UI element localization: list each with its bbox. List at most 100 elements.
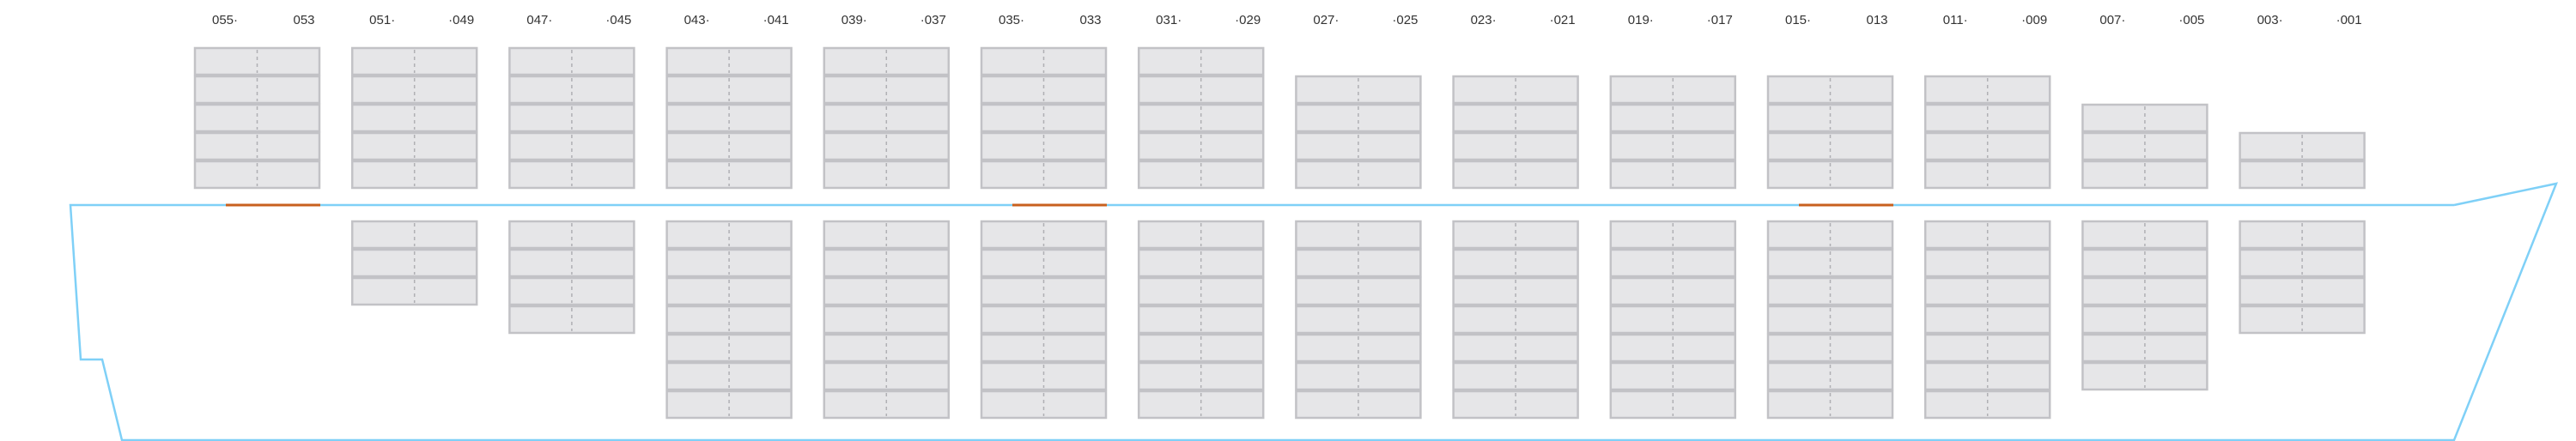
below-deck-tier[interactable] bbox=[665, 276, 793, 306]
below-deck-tier[interactable] bbox=[1766, 390, 1894, 420]
below-deck-tier[interactable] bbox=[1923, 220, 2051, 250]
below-deck-tier[interactable] bbox=[1137, 305, 1265, 335]
above-deck-tier[interactable] bbox=[1452, 131, 1579, 161]
above-deck-tier[interactable] bbox=[1452, 75, 1579, 105]
below-deck-tier[interactable] bbox=[980, 361, 1108, 391]
above-deck-tier[interactable] bbox=[2239, 160, 2366, 190]
below-deck-tier[interactable] bbox=[1766, 333, 1894, 363]
container-slot[interactable] bbox=[1766, 361, 1894, 391]
below-deck-tier[interactable] bbox=[665, 333, 793, 363]
container-slot[interactable] bbox=[823, 75, 951, 105]
above-deck-tier[interactable] bbox=[1137, 103, 1265, 133]
above-deck-tier[interactable] bbox=[1923, 103, 2051, 133]
below-deck-tier[interactable] bbox=[1452, 390, 1579, 420]
below-deck-tier[interactable] bbox=[350, 248, 478, 278]
above-deck-tier[interactable] bbox=[823, 75, 951, 105]
above-deck-tier[interactable] bbox=[350, 75, 478, 105]
above-deck-tier[interactable] bbox=[1137, 75, 1265, 105]
below-deck-tier[interactable] bbox=[1609, 333, 1737, 363]
below-deck-tier[interactable] bbox=[1452, 276, 1579, 306]
above-deck-tier[interactable] bbox=[350, 46, 478, 76]
above-deck-tier[interactable] bbox=[350, 131, 478, 161]
above-deck-tier[interactable] bbox=[1766, 103, 1894, 133]
below-deck-tier[interactable] bbox=[980, 305, 1108, 335]
above-deck-tier[interactable] bbox=[980, 131, 1108, 161]
container-slot[interactable] bbox=[1923, 220, 2051, 250]
above-deck-tier[interactable] bbox=[1766, 131, 1894, 161]
above-deck-tier[interactable] bbox=[350, 160, 478, 190]
below-deck-tier[interactable] bbox=[1452, 333, 1579, 363]
above-deck-tier[interactable] bbox=[2081, 103, 2208, 133]
above-deck-tier[interactable] bbox=[2081, 131, 2208, 161]
below-deck-tier[interactable] bbox=[1766, 361, 1894, 391]
above-deck-tier[interactable] bbox=[665, 46, 793, 76]
above-deck-tier[interactable] bbox=[1295, 103, 1422, 133]
below-deck-tier[interactable] bbox=[1295, 248, 1422, 278]
below-deck-tier[interactable] bbox=[1295, 333, 1422, 363]
below-deck-tier[interactable] bbox=[1766, 248, 1894, 278]
above-deck-tier[interactable] bbox=[1137, 131, 1265, 161]
container-slot[interactable] bbox=[823, 103, 951, 133]
below-deck-tier[interactable] bbox=[1295, 361, 1422, 391]
below-deck-tier[interactable] bbox=[1295, 305, 1422, 335]
container-slot[interactable] bbox=[665, 276, 793, 306]
above-deck-tier[interactable] bbox=[1295, 131, 1422, 161]
below-deck-tier[interactable] bbox=[1766, 276, 1894, 306]
above-deck-tier[interactable] bbox=[193, 160, 321, 190]
below-deck-tier[interactable] bbox=[2239, 248, 2366, 278]
above-deck-tier[interactable] bbox=[2081, 160, 2208, 190]
above-deck-tier[interactable] bbox=[980, 103, 1108, 133]
below-deck-tier[interactable] bbox=[1137, 333, 1265, 363]
container-slot[interactable] bbox=[2239, 160, 2366, 190]
above-deck-tier[interactable] bbox=[823, 160, 951, 190]
above-deck-tier[interactable] bbox=[665, 103, 793, 133]
above-deck-tier[interactable] bbox=[1609, 160, 1737, 190]
below-deck-tier[interactable] bbox=[1609, 220, 1737, 250]
container-slot[interactable] bbox=[193, 103, 321, 133]
below-deck-tier[interactable] bbox=[1452, 361, 1579, 391]
above-deck-tier[interactable] bbox=[1609, 75, 1737, 105]
below-deck-tier[interactable] bbox=[665, 361, 793, 391]
container-slot[interactable] bbox=[1766, 160, 1894, 190]
below-deck-tier[interactable] bbox=[665, 305, 793, 335]
container-slot[interactable] bbox=[1295, 390, 1422, 420]
above-deck-tier[interactable] bbox=[665, 75, 793, 105]
below-deck-tier[interactable] bbox=[508, 305, 635, 335]
above-deck-tier[interactable] bbox=[1452, 160, 1579, 190]
below-deck-tier[interactable] bbox=[1766, 220, 1894, 250]
below-deck-tier[interactable] bbox=[2081, 276, 2208, 306]
above-deck-tier[interactable] bbox=[350, 103, 478, 133]
below-deck-tier[interactable] bbox=[1923, 333, 2051, 363]
below-deck-tier[interactable] bbox=[350, 220, 478, 250]
below-deck-tier[interactable] bbox=[2081, 220, 2208, 250]
container-slot[interactable] bbox=[1137, 276, 1265, 306]
below-deck-tier[interactable] bbox=[1137, 361, 1265, 391]
above-deck-tier[interactable] bbox=[193, 46, 321, 76]
below-deck-tier[interactable] bbox=[1609, 276, 1737, 306]
below-deck-tier[interactable] bbox=[1923, 361, 2051, 391]
above-deck-tier[interactable] bbox=[823, 131, 951, 161]
below-deck-tier[interactable] bbox=[2239, 305, 2366, 335]
below-deck-tier[interactable] bbox=[1609, 305, 1737, 335]
above-deck-tier[interactable] bbox=[823, 103, 951, 133]
below-deck-tier[interactable] bbox=[1295, 390, 1422, 420]
above-deck-tier[interactable] bbox=[1923, 160, 2051, 190]
above-deck-tier[interactable] bbox=[1137, 46, 1265, 76]
above-deck-tier[interactable] bbox=[508, 103, 635, 133]
below-deck-tier[interactable] bbox=[1137, 276, 1265, 306]
above-deck-tier[interactable] bbox=[665, 131, 793, 161]
below-deck-tier[interactable] bbox=[823, 248, 951, 278]
below-deck-tier[interactable] bbox=[980, 390, 1108, 420]
container-slot[interactable] bbox=[1609, 361, 1737, 391]
below-deck-tier[interactable] bbox=[1766, 305, 1894, 335]
above-deck-tier[interactable] bbox=[1923, 75, 2051, 105]
above-deck-tier[interactable] bbox=[193, 131, 321, 161]
below-deck-tier[interactable] bbox=[1923, 248, 2051, 278]
below-deck-tier[interactable] bbox=[1452, 248, 1579, 278]
below-deck-tier[interactable] bbox=[823, 390, 951, 420]
above-deck-tier[interactable] bbox=[508, 75, 635, 105]
container-slot[interactable] bbox=[1452, 248, 1579, 278]
above-deck-tier[interactable] bbox=[665, 160, 793, 190]
below-deck-tier[interactable] bbox=[2081, 248, 2208, 278]
below-deck-tier[interactable] bbox=[2081, 305, 2208, 335]
